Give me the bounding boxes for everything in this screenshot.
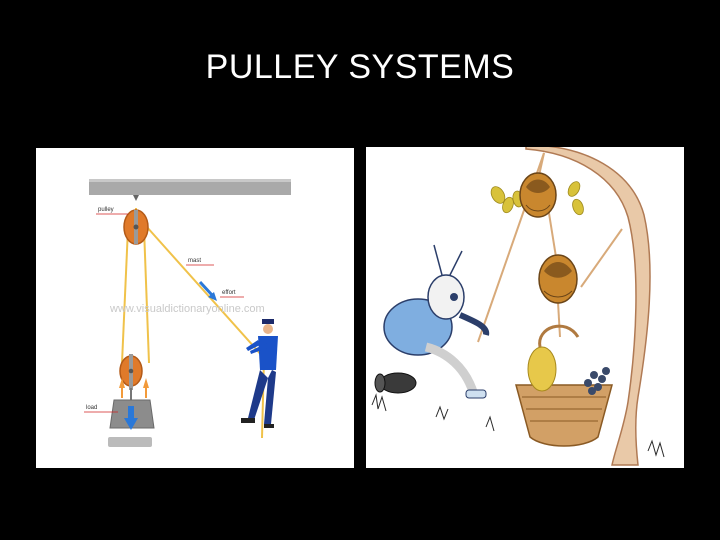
cartoon-illustration-panel	[366, 147, 684, 468]
ceiling-hook	[133, 195, 139, 201]
fixed-pulley	[123, 209, 149, 245]
upward-force-arrows	[119, 378, 149, 398]
watermark-text: www.visualdictionaryonline.com	[109, 303, 265, 315]
svg-text:pulley: pulley	[98, 207, 114, 213]
label-mast: mast	[186, 258, 214, 266]
pulley-diagram-panel: pulley mast effort load www.visualdictio…	[36, 148, 354, 468]
top-pulley-nut	[519, 172, 557, 218]
grass-scribbles	[371, 393, 665, 458]
middle-pulley-nut	[538, 254, 578, 304]
tree-leaves	[490, 181, 584, 216]
ceiling-beam	[89, 179, 291, 195]
pulley-diagram: pulley mast effort load www.visualdictio…	[84, 179, 291, 447]
label-effort: effort	[220, 290, 244, 298]
label-load: load	[84, 405, 118, 413]
cartoon-illustration	[371, 147, 665, 466]
man-pulling-rope	[241, 319, 278, 428]
effort-arrow	[198, 280, 217, 301]
label-pulley: pulley	[96, 207, 128, 215]
svg-text:effort: effort	[222, 290, 236, 296]
slide-title: PULLEY SYSTEMS	[205, 48, 515, 86]
svg-text:mast: mast	[188, 258, 201, 264]
ant-character	[374, 244, 490, 399]
rope	[121, 208, 265, 439]
load-shadow	[108, 437, 152, 447]
movable-pulley	[119, 354, 143, 400]
tree-trunk	[525, 147, 651, 466]
svg-text:load: load	[86, 405, 97, 411]
load-weight	[109, 399, 155, 430]
basket	[515, 324, 613, 447]
